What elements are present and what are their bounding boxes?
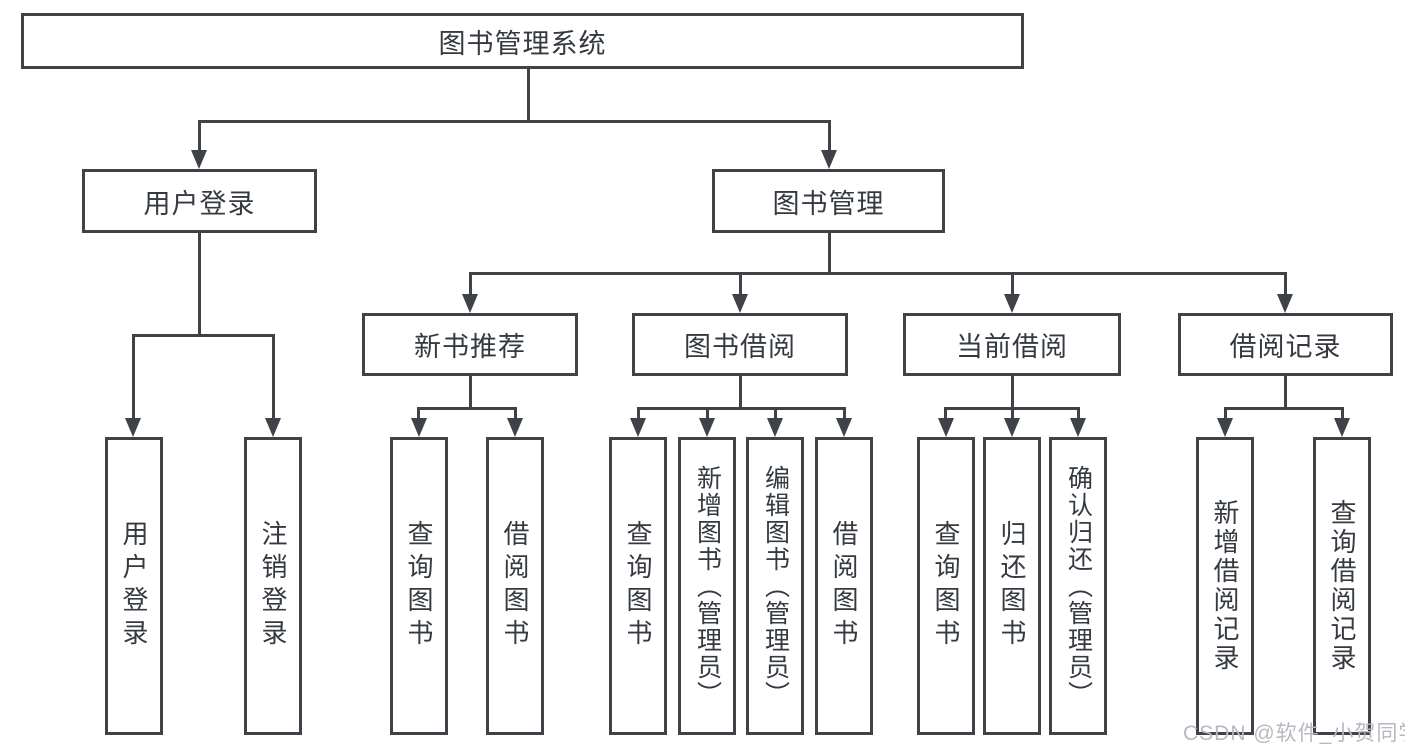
connector-leaf-stub [774, 407, 777, 421]
node-user-login-label: 用户登录 [143, 188, 256, 219]
connector-leaf-stub [417, 407, 420, 421]
connector-leaf-stub [1077, 407, 1080, 421]
arrowhead-down [1277, 294, 1293, 313]
node-current-borrow: 当前借阅 [903, 313, 1121, 376]
arrowhead-down [699, 418, 715, 437]
arrowhead-down [732, 294, 748, 313]
leaf-query-books-recommend: 查询图书 [390, 437, 448, 735]
leaf-query-borrow-record-label: 查询借阅记录 [1327, 499, 1357, 673]
node-book-management-label: 图书管理 [772, 188, 885, 219]
arrowhead-down [1217, 418, 1233, 437]
arrowhead-down [125, 418, 141, 437]
node-book-borrow-label: 图书借阅 [684, 332, 796, 362]
connector-leaf-stub [1341, 407, 1344, 421]
node-book-borrow: 图书借阅 [632, 313, 848, 376]
leaf-borrow-books: 借阅图书 [815, 437, 873, 735]
leaf-logout: 注销登录 [244, 437, 302, 735]
leaf-return-book: 归还图书 [983, 437, 1041, 735]
arrowhead-down [411, 418, 427, 437]
connector-new-book-recommend-rail [417, 407, 517, 410]
leaf-query-books-current-label: 查询图书 [931, 520, 961, 652]
leaf-query-books-current: 查询图书 [917, 437, 975, 735]
leaf-borrow-books-label: 借阅图书 [829, 520, 859, 652]
connector-book-borrow-stem [739, 376, 742, 407]
leaf-confirm-return-admin-label: 确认归还（管理员） [1064, 464, 1093, 708]
arrowhead-down [1070, 418, 1086, 437]
connector-leaf-stub [843, 407, 846, 421]
arrowhead-down [767, 418, 783, 437]
node-new-book-recommend-label: 新书推荐 [414, 332, 526, 362]
connector-to-new-book-recommend [469, 272, 472, 295]
connector-leaf-stub [706, 407, 709, 421]
connector-user-login-rail [132, 334, 274, 337]
connector-leaf-stub [514, 407, 517, 421]
arrowhead-down [1334, 418, 1350, 437]
leaf-user-login: 用户登录 [105, 437, 163, 735]
connector-to-user-login [198, 120, 201, 151]
connector-to-borrow-records [1284, 272, 1287, 295]
leaf-confirm-return-admin: 确认归还（管理员） [1049, 437, 1107, 735]
leaf-query-books-borrow: 查询图书 [609, 437, 667, 735]
connector-leaf-stub [637, 407, 640, 421]
arrowhead-down [836, 418, 852, 437]
connector-leaf-stub [1224, 407, 1227, 421]
arrowhead-down [1004, 294, 1020, 313]
node-current-borrow-label: 当前借阅 [956, 332, 1068, 362]
connector-leaf-stub [1011, 407, 1014, 421]
leaf-query-books-borrow-label: 查询图书 [623, 520, 653, 652]
node-new-book-recommend: 新书推荐 [362, 313, 578, 376]
leaf-add-borrow-record: 新增借阅记录 [1196, 437, 1254, 735]
arrowhead-down [462, 294, 478, 313]
connector-book-management-stem [828, 233, 831, 272]
connector-to-book-management [828, 120, 831, 151]
leaf-borrow-books-recommend-label: 借阅图书 [500, 520, 530, 652]
node-borrow-records: 借阅记录 [1178, 313, 1393, 376]
connector-leaf-stub [944, 407, 947, 421]
connector-root-stem [527, 69, 530, 120]
csdn-watermark: CSDN @软件_小贺同学 [1183, 722, 1405, 745]
node-user-login: 用户登录 [82, 169, 317, 233]
arrowhead-down [821, 150, 837, 169]
connector-to-leaf-logout [272, 334, 275, 420]
node-root: 图书管理系统 [21, 13, 1024, 69]
connector-level3-rail [469, 272, 1286, 275]
leaf-add-book-admin: 新增图书（管理员） [678, 437, 736, 735]
connector-new-book-recommend-stem [469, 376, 472, 407]
connector-borrow-records-stem [1284, 376, 1287, 407]
node-borrow-records-label: 借阅记录 [1229, 332, 1342, 362]
leaf-edit-book-admin: 编辑图书（管理员） [746, 437, 804, 735]
leaf-edit-book-admin-label: 编辑图书（管理员） [761, 464, 790, 708]
connector-to-book-borrow [739, 272, 742, 295]
node-book-management: 图书管理 [712, 169, 945, 233]
connector-to-leaf-user-login [132, 334, 135, 420]
connector-current-borrow-stem [1011, 376, 1014, 407]
leaf-user-login-label: 用户登录 [119, 520, 149, 652]
arrowhead-down [938, 418, 954, 437]
connector-book-borrow-rail [637, 407, 845, 410]
arrowhead-down [630, 418, 646, 437]
leaf-borrow-books-recommend: 借阅图书 [486, 437, 544, 735]
leaf-logout-label: 注销登录 [258, 520, 288, 652]
leaf-return-book-label: 归还图书 [997, 520, 1027, 652]
leaf-query-borrow-record: 查询借阅记录 [1313, 437, 1371, 735]
connector-borrow-records-rail [1224, 407, 1344, 410]
connector-level2-rail [198, 120, 831, 123]
arrowhead-down [1004, 418, 1020, 437]
arrowhead-down [507, 418, 523, 437]
leaf-add-book-admin-label: 新增图书（管理员） [693, 464, 722, 708]
leaf-query-books-recommend-label: 查询图书 [404, 520, 434, 652]
leaf-add-borrow-record-label: 新增借阅记录 [1210, 499, 1240, 673]
connector-user-login-stem [198, 233, 201, 334]
node-root-label: 图书管理系统 [438, 28, 607, 59]
arrowhead-down [191, 150, 207, 169]
connector-to-current-borrow [1011, 272, 1014, 295]
arrowhead-down [265, 418, 281, 437]
